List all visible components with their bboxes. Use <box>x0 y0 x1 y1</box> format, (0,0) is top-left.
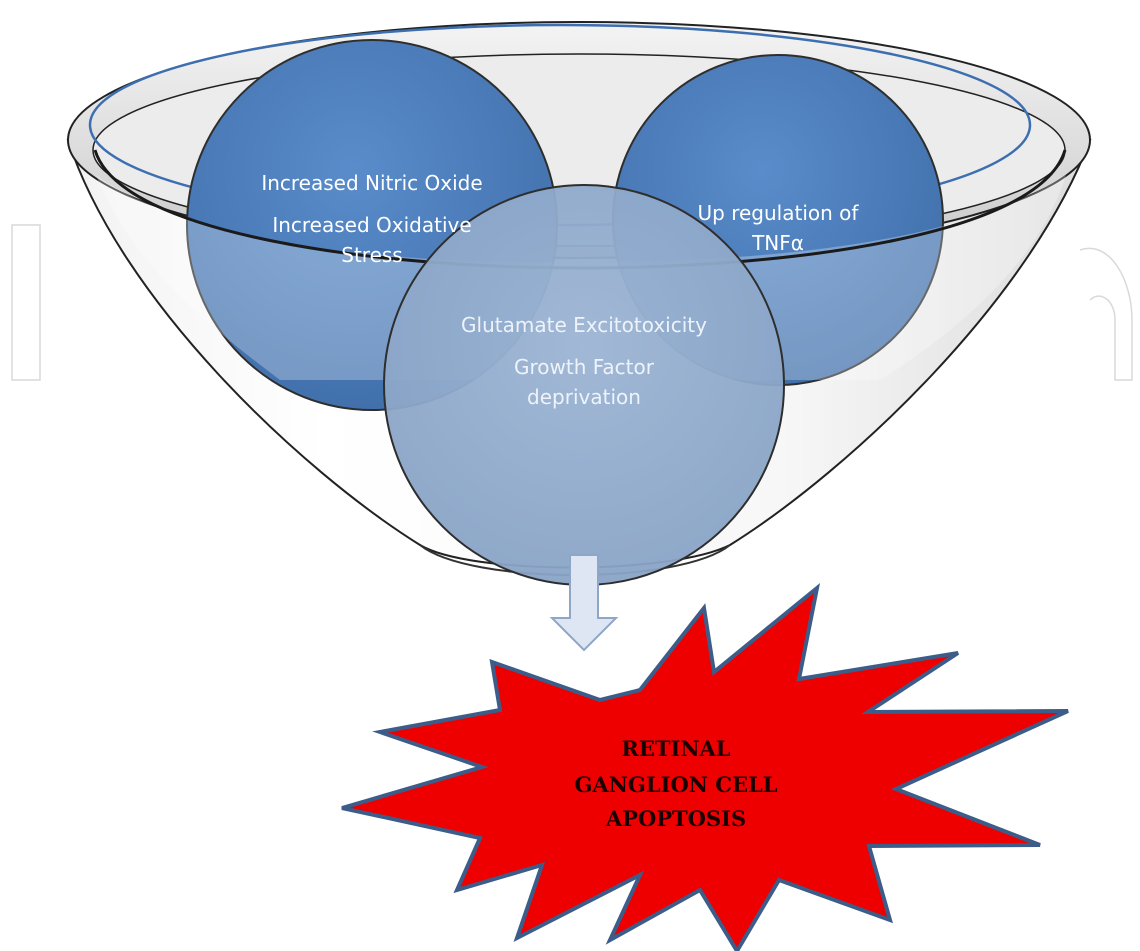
circle-left-line-1: Increased Nitric Oxide <box>261 171 482 195</box>
circle-center-line-2: Growth Factor <box>514 355 655 379</box>
circle-left-line-3: Stress <box>341 243 402 267</box>
apoptosis-burst <box>341 582 1069 951</box>
burst-line-1: RETINAL <box>621 736 730 761</box>
burst-line-3: APOPTOSIS <box>605 806 746 831</box>
watermark-outline <box>11 224 1133 381</box>
circle-left-line-2: Increased Oxidative <box>272 213 471 237</box>
circle-center-line-1: Glutamate Excitotoxicity <box>461 313 707 337</box>
circle-right-line-2: TNFα <box>751 231 804 255</box>
circle-center-line-3: deprivation <box>527 385 641 409</box>
down-arrow-icon <box>549 554 619 652</box>
burst-line-2: GANGLION CELL <box>575 772 778 797</box>
circle-right-line-1: Up regulation of <box>698 201 860 225</box>
